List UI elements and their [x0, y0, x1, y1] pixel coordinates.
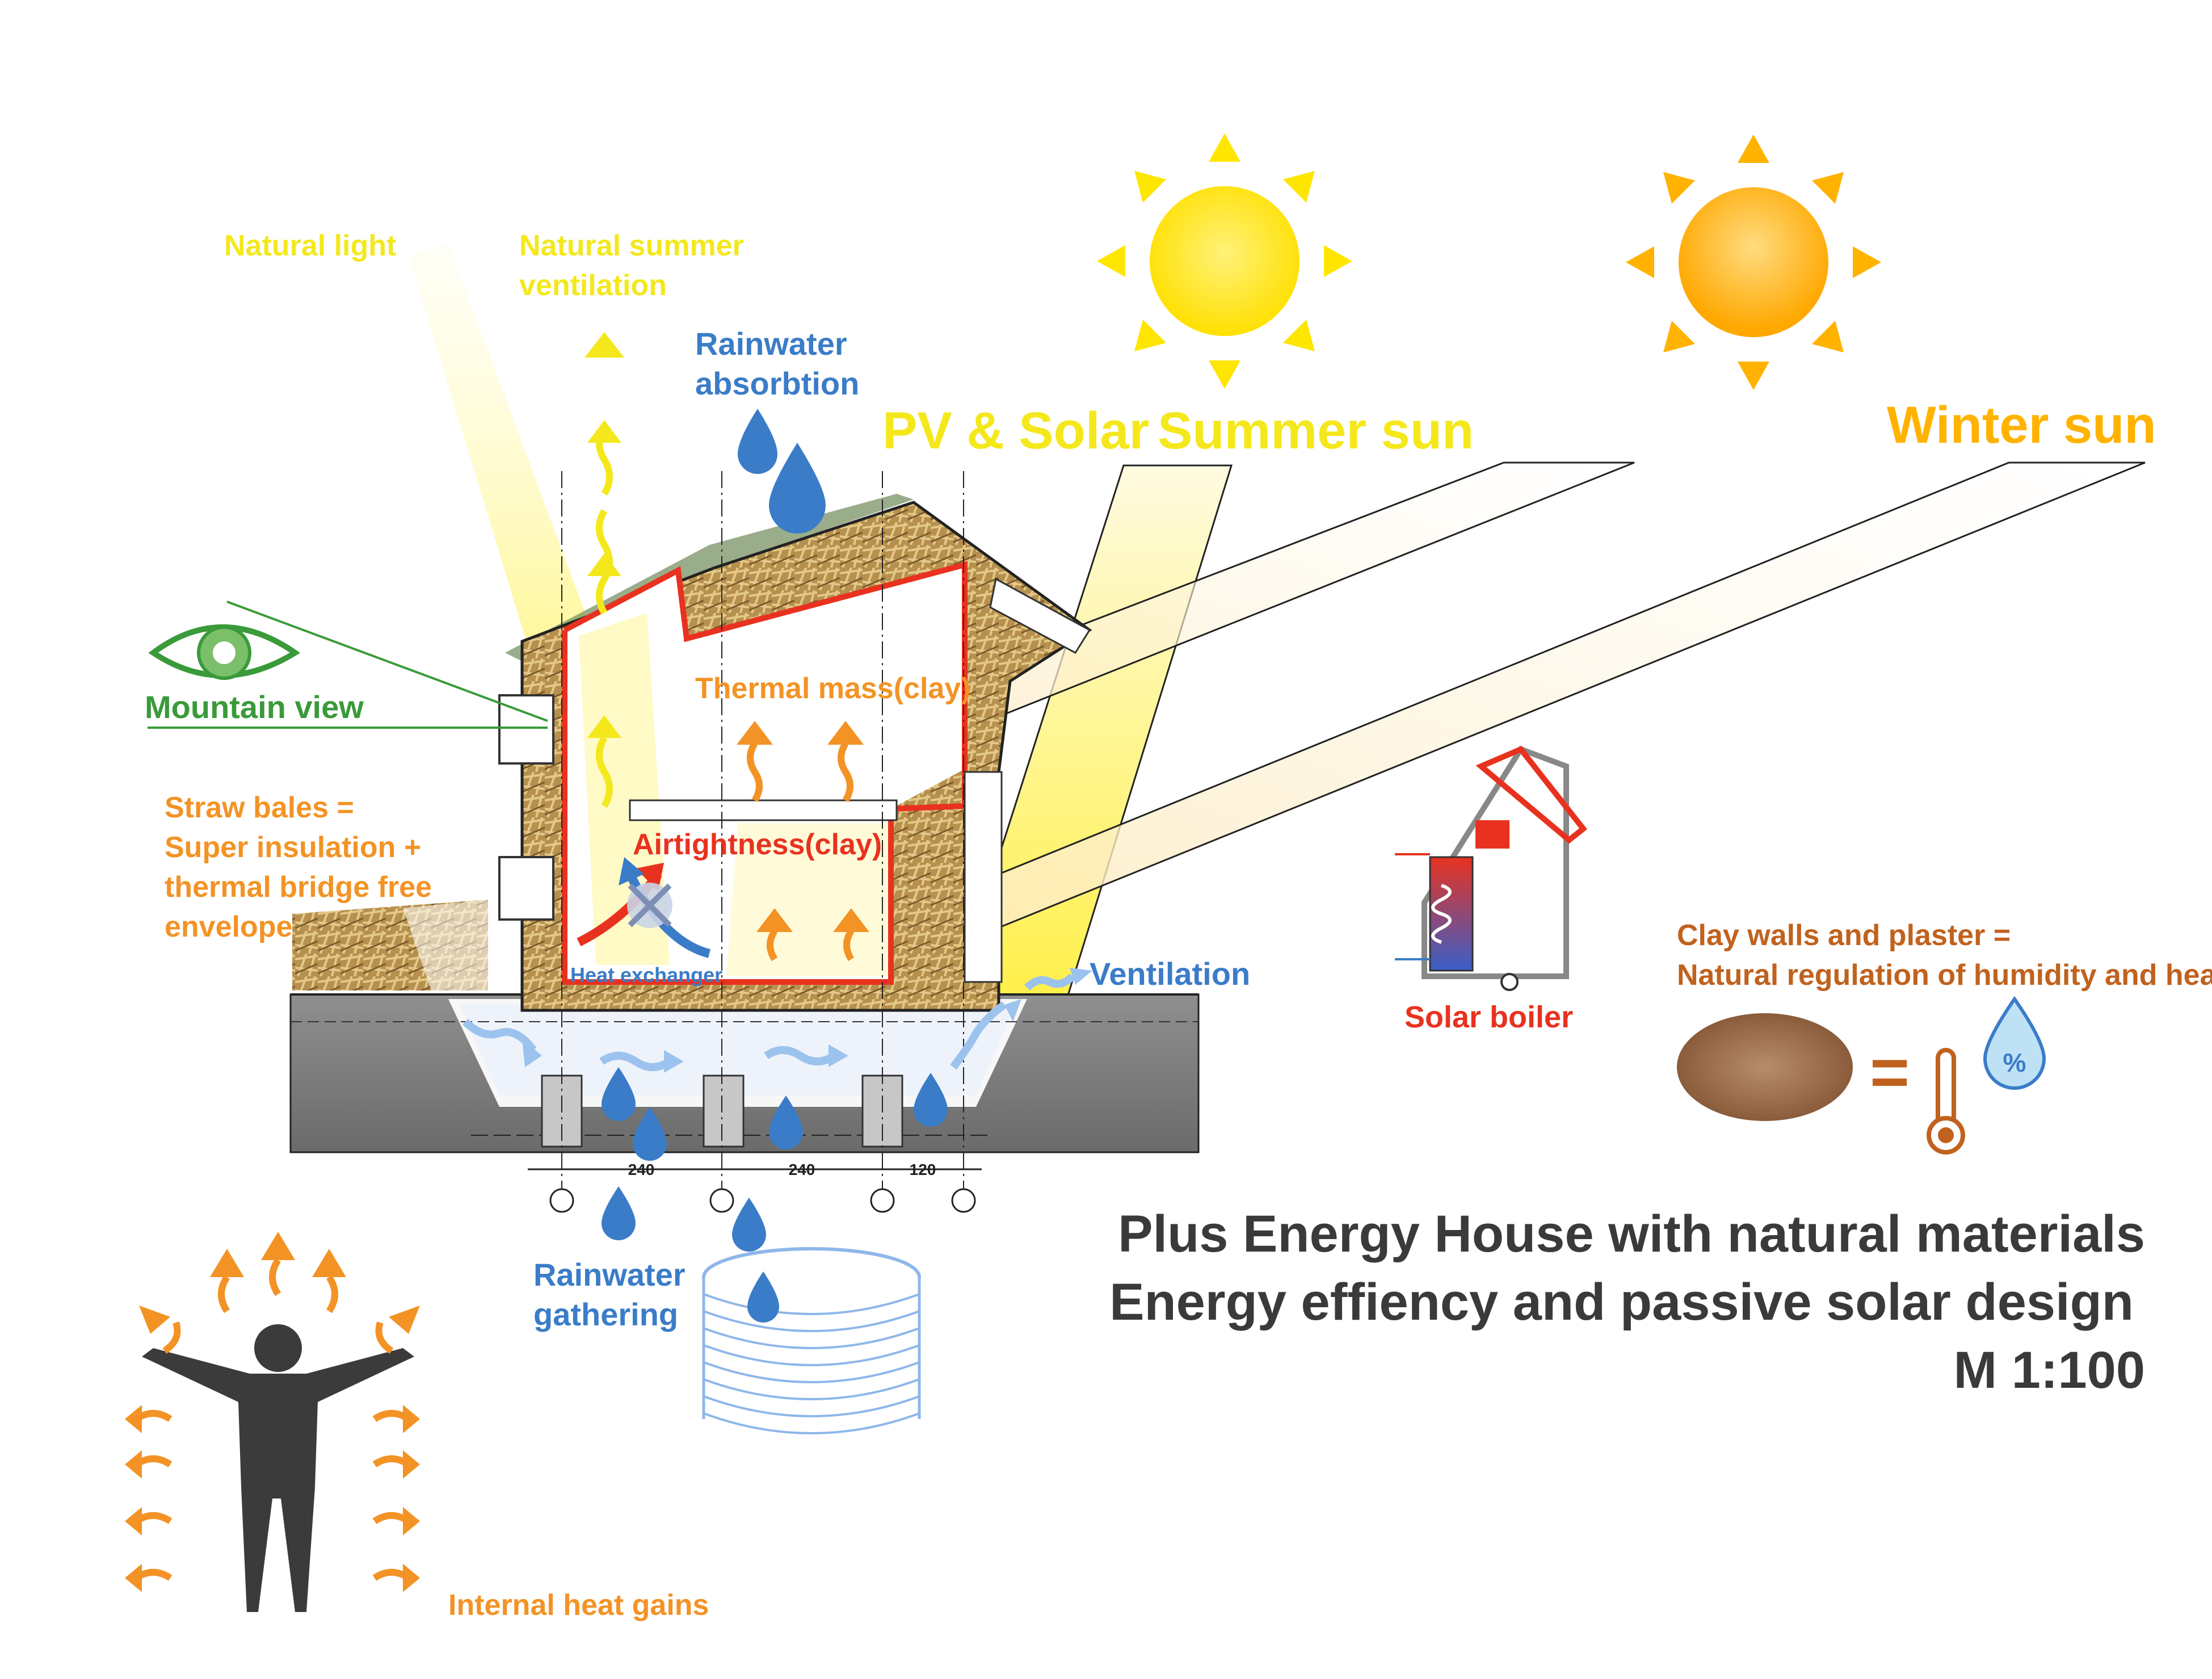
thermal-mass-label: Thermal mass(clay) [695, 672, 971, 705]
solar-boiler-icon [1395, 745, 1587, 991]
winter-sun-label: Winter sun [1887, 396, 2156, 454]
ground-airflow-arrows [462, 973, 1075, 1071]
equals-sign: = [1870, 1034, 1910, 1110]
straw-bale-image [292, 900, 488, 990]
rainwater-tank-icon [702, 1247, 921, 1434]
ventilation-label: Ventilation [1090, 956, 1250, 992]
natural-summer-ventilation-label-1: Natural summer [519, 229, 744, 262]
heat-exchanger-icon [577, 857, 711, 958]
ground-airflow-arrowheads [522, 968, 1092, 1073]
heat-exchanger-label: Heat exchanger [570, 963, 722, 987]
straw-bales-label-1: Straw bales = [165, 791, 354, 824]
summer-ventilation-arrowheads [584, 332, 624, 738]
thermometer-icon [1927, 1048, 1965, 1155]
clay-sample-image [1677, 1013, 1853, 1121]
mountain-view-eye-icon [148, 601, 548, 729]
natural-light-label: Natural light [224, 229, 396, 262]
pv-solar-label: PV & Solar [882, 402, 1149, 460]
thermal-mass-heat-arrowheads [737, 721, 869, 932]
person-icon [142, 1324, 414, 1612]
summer-sun-icon [1097, 133, 1352, 389]
dimension-2: 240 [789, 1161, 815, 1178]
mountain-view-label: Mountain view [145, 689, 364, 725]
dimension-line [528, 1168, 982, 1213]
humidity-droplet-icon [1983, 996, 2046, 1090]
rainwater-absorption-label-2: absorbtion [695, 366, 859, 401]
raindrop-icons [602, 409, 948, 1252]
airtightness-label: Airtightness(clay) [633, 828, 882, 861]
natural-summer-ventilation-label-2: ventilation [519, 269, 667, 302]
title-line-2: Energy effiency and passive solar design [1109, 1273, 2134, 1331]
internal-heat-arrowheads [125, 1232, 420, 1592]
scale-label: M 1:100 [1954, 1341, 2146, 1399]
humidity-symbol: % [2003, 1048, 2026, 1077]
clay-walls-label-1: Clay walls and plaster = [1677, 919, 2011, 952]
foundation-piers [541, 1074, 903, 1148]
internal-heat-gains-label: Internal heat gains [448, 1589, 709, 1622]
straw-bales-label-3: thermal bridge free [165, 871, 432, 904]
rainwater-gathering-label-2: gathering [533, 1296, 678, 1332]
winter-sun-icon [1626, 135, 1881, 390]
ground-section [289, 993, 1200, 1153]
summer-sun-label: Summer sun [1158, 402, 1474, 460]
dimension-3: 120 [910, 1161, 936, 1178]
house-section [498, 471, 1092, 1198]
title-line-1: Plus Energy House with natural materials [1118, 1205, 2145, 1263]
clay-walls-label-2: Natural regulation of humidity and heat [1677, 959, 2212, 992]
straw-bales-label-2: Super insulation + [165, 831, 421, 864]
rainwater-gathering-label-1: Rainwater [533, 1257, 686, 1292]
solar-boiler-label: Solar boiler [1404, 1000, 1573, 1034]
straw-bales-label-4: envelope [165, 910, 292, 943]
dimension-1: 240 [628, 1161, 655, 1178]
thermal-mass-heat-arrows [747, 741, 855, 962]
rainwater-absorption-label-1: Rainwater [695, 326, 847, 362]
